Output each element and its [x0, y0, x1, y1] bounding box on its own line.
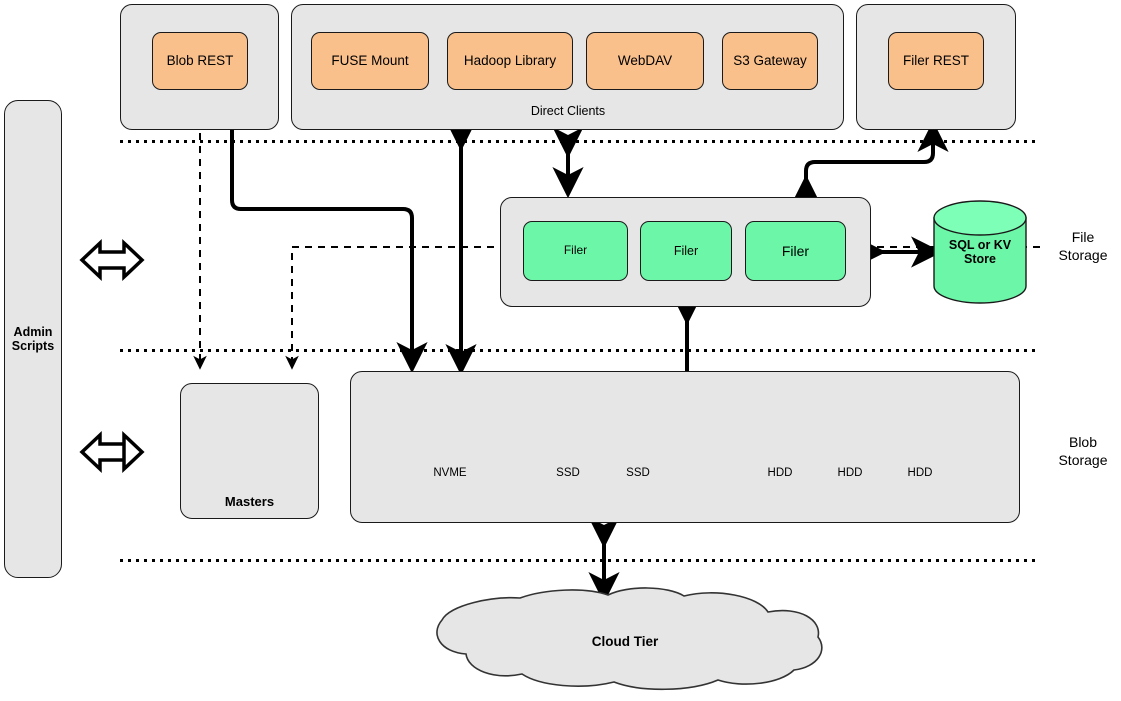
admin-arrow-file-storage [79, 238, 145, 282]
client-chip-s3-gateway[interactable]: S3 Gateway [722, 32, 818, 90]
masters-group [180, 383, 319, 519]
admin-exchange-arrows [79, 238, 145, 474]
metastore-label-line2: Store [964, 252, 996, 266]
tier-label-blob-storage-line2: Storage [1058, 451, 1108, 468]
volume-label-nvme: NVME [433, 467, 467, 479]
client-chip-webdav[interactable]: WebDAV [586, 32, 704, 90]
metastore-label: SQL or KV Store [934, 228, 1026, 276]
admin-scripts-label-line2: Scripts [11, 339, 55, 353]
masters-label: Masters [224, 494, 275, 509]
cloud-tier-shape [436, 587, 823, 691]
volume-label-ssd-1: SSD [556, 467, 580, 479]
tier-label-file-storage-line1: File [1071, 229, 1095, 245]
arrow-filerrest-to-filers [790, 120, 949, 206]
volume-label-hdd-1: HDD [767, 467, 793, 479]
volume-label-hdd-3: HDD [907, 467, 933, 479]
tier-label-blob-storage: Blob Storage [1048, 434, 1118, 469]
tier-label-file-storage-line2: Storage [1058, 246, 1108, 263]
volume-label-hdd-2: HDD [837, 467, 863, 479]
admin-scripts-panel[interactable]: Admin Scripts [4, 100, 62, 578]
volume-servers-group [350, 371, 1020, 523]
client-chip-fuse-mount[interactable]: FUSE Mount [311, 32, 429, 90]
bidirectional-arrows [445, 120, 943, 604]
tier-label-blob-storage-line1: Blob [1068, 434, 1098, 450]
tier-divider-lines [120, 140, 1040, 562]
client-chip-filer-rest[interactable]: Filer REST [888, 32, 984, 90]
tier-label-file-storage: File Storage [1048, 229, 1118, 264]
direct-clients-caption: Direct Clients [530, 104, 606, 118]
client-chip-blob-rest[interactable]: Blob REST [152, 32, 248, 90]
client-chip-hadoop-library[interactable]: Hadoop Library [447, 32, 573, 90]
admin-arrow-blob-storage [79, 430, 145, 474]
flow-blobrest-to-volumes [230, 128, 428, 374]
cloud-tier-label: Cloud Tier [591, 634, 659, 649]
metastore-label-line1: SQL or KV [948, 237, 1012, 252]
filer-node-3[interactable]: Filer [745, 221, 846, 281]
filer-node-2[interactable]: Filer [640, 221, 732, 281]
volume-label-ssd-2: SSD [626, 467, 650, 479]
metastore-cylinder [933, 200, 1027, 304]
filer-node-1[interactable]: Filer [523, 221, 628, 281]
admin-scripts-label-line1: Admin [13, 324, 53, 339]
data-flow-solid [230, 128, 428, 374]
